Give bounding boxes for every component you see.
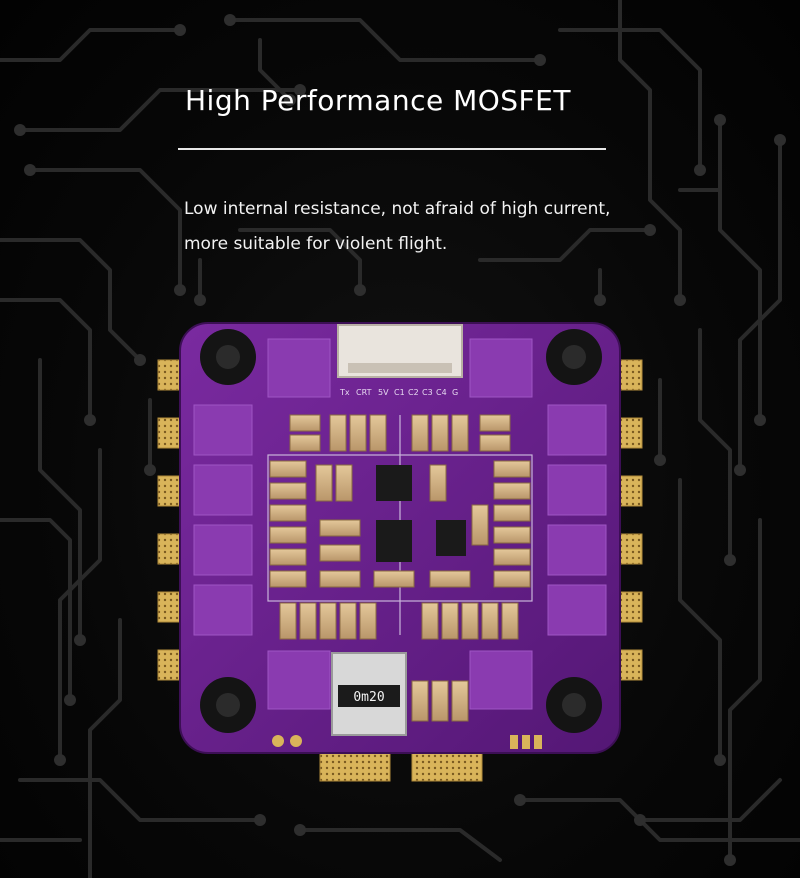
silk-label-c1: C1: [394, 388, 405, 397]
mounting-grommets: [200, 329, 602, 733]
silk-label-g: G: [452, 388, 458, 397]
page-title: High Performance MOSFET: [185, 84, 571, 117]
silk-label-crt: CRT: [356, 388, 372, 397]
silk-label-tx: Tx: [339, 388, 350, 397]
silk-label-5v: 5V: [378, 388, 389, 397]
silk-label-c4: C4: [436, 388, 447, 397]
silk-label-c3: C3: [422, 388, 433, 397]
description: Low internal resistance, not afraid of h…: [184, 192, 610, 262]
title-underline: [178, 148, 606, 150]
silk-label-c2: C2: [408, 388, 419, 397]
description-line-1: Low internal resistance, not afraid of h…: [184, 199, 611, 219]
esc-board-image: 0m20 Tx CRT 5V C1 C2 C3 C4 G: [157, 322, 643, 782]
shunt-resistor-marking: 0m20: [353, 690, 384, 705]
description-line-2: more suitable for violent flight.: [184, 234, 448, 254]
